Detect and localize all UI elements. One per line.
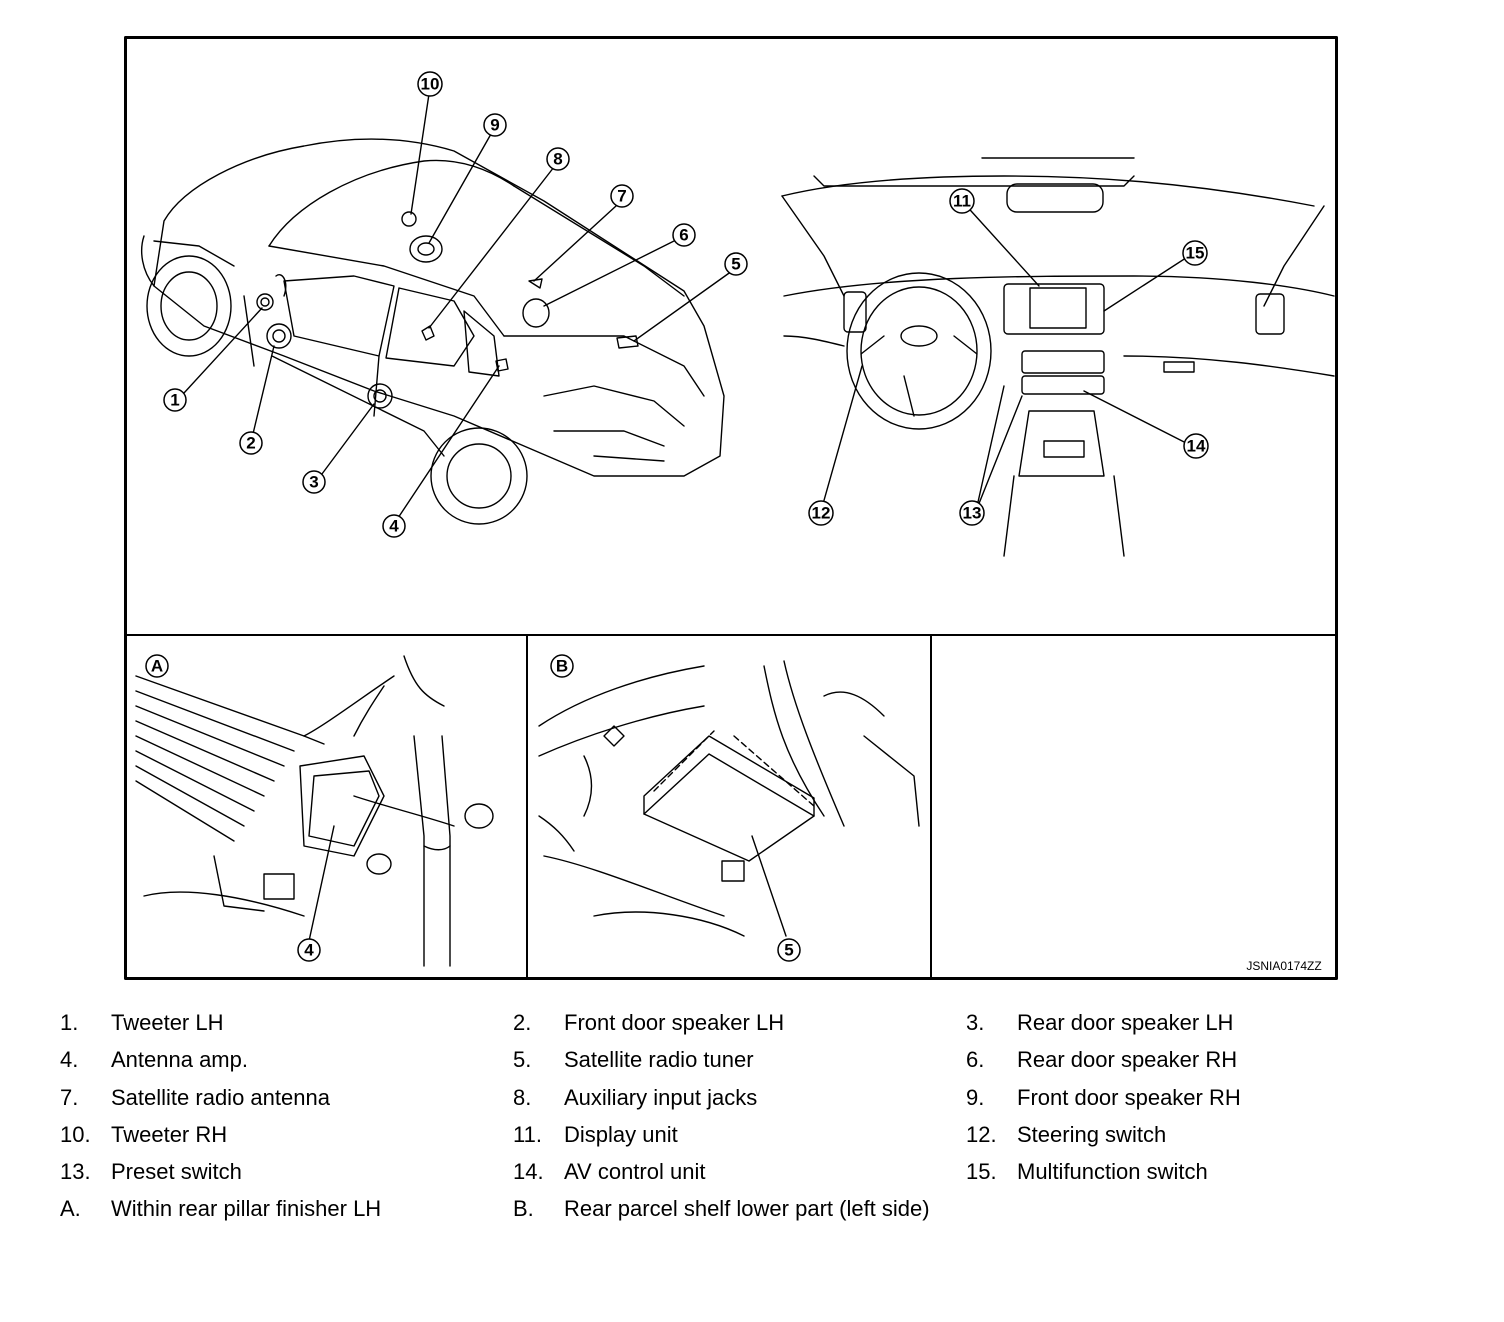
- callout-15: 15: [1186, 244, 1205, 263]
- callout-2: 2: [246, 434, 255, 453]
- callout-3: 3: [309, 473, 318, 492]
- legend-item-label: Within rear pillar finisher LH: [111, 1196, 382, 1222]
- callout-4: 4: [389, 517, 399, 536]
- legend-item-number: 15.: [966, 1159, 997, 1185]
- panel-label-b: B: [556, 657, 568, 676]
- legend-item-number: 5.: [513, 1047, 532, 1073]
- callout-14: 14: [1187, 437, 1206, 456]
- legend-item-number: 7.: [60, 1084, 79, 1110]
- legend-item-number: 4.: [60, 1047, 79, 1073]
- legend-item-label: Rear door speaker RH: [1017, 1047, 1238, 1073]
- legend-item-label: Tweeter LH: [111, 1010, 224, 1035]
- legend-item-label: Front door speaker RH: [1017, 1084, 1241, 1110]
- legend-item-number: 9.: [966, 1084, 985, 1110]
- legend-item-label: Rear parcel shelf lower part (left side): [564, 1196, 930, 1222]
- legend-row: 10. Tweeter RH 11. Display unit 12. Steering …: [60, 1120, 1480, 1157]
- callout-13: 13: [963, 504, 982, 523]
- legend-item-label: Auxiliary input jacks: [564, 1084, 758, 1110]
- legend-item-label: Front door speaker LH: [564, 1010, 785, 1035]
- dashboard-view-drawing: [781, 157, 1335, 557]
- callout-detail-b-5: 5: [784, 941, 793, 960]
- legend-item-number: 3.: [966, 1010, 985, 1035]
- callout-6: 6: [679, 226, 688, 245]
- legend-row: 7. Satellite radio antenna 8. Auxiliary inp…: [60, 1083, 1480, 1120]
- legend-item-number: 12.: [966, 1121, 997, 1147]
- legend: 1. Tweeter LH 2. Front door speaker LH 3. Rea…: [60, 1008, 1480, 1232]
- callout-5: 5: [731, 255, 740, 274]
- legend-item-label: Tweeter RH: [111, 1121, 228, 1147]
- legend-item-label: Satellite radio tuner: [564, 1047, 754, 1073]
- legend-row: 1. Tweeter LH 2. Front door speaker LH 3. Rea…: [60, 1008, 1480, 1045]
- legend-row: 4. Antenna amp. 5. Satellite radio tuner 6. R…: [60, 1045, 1480, 1082]
- legend-item-number: 6.: [966, 1047, 985, 1073]
- callout-9: 9: [490, 116, 499, 135]
- callout-1: 1: [170, 391, 179, 410]
- drawing-code: JSNIA0174ZZ: [1246, 959, 1321, 973]
- legend-item-number: 1.: [60, 1010, 79, 1035]
- vehicle-overview-drawing: [141, 93, 733, 525]
- legend-item-label: AV control unit: [564, 1159, 706, 1185]
- legend-item-label: Multifunction switch: [1017, 1159, 1208, 1185]
- legend-row: A. Within rear pillar finisher LH B. Rear p…: [60, 1194, 1480, 1231]
- legend-item-label: Rear door speaker LH: [1017, 1010, 1234, 1035]
- callout-12: 12: [812, 504, 831, 523]
- callout-11: 11: [953, 192, 971, 211]
- detail-b-drawing: [538, 660, 920, 937]
- callout-7: 7: [617, 187, 626, 206]
- legend-item-number: 14.: [513, 1159, 544, 1185]
- legend-item-number: A.: [60, 1196, 81, 1222]
- panel-label-a: A: [151, 657, 163, 676]
- legend-item-number: 11.: [513, 1121, 542, 1147]
- legend-item-label: Satellite radio antenna: [111, 1084, 330, 1110]
- figure-frame: [124, 36, 1338, 980]
- legend-item-label: Antenna amp.: [111, 1047, 248, 1073]
- legend-item-number: 13.: [60, 1159, 91, 1185]
- legend-item-label: Steering switch: [1017, 1121, 1167, 1147]
- legend-row: 13. Preset switch 14. AV control unit 15. Mul…: [60, 1157, 1480, 1194]
- legend-item-label: Display unit: [564, 1121, 678, 1147]
- detail-a-drawing: [135, 655, 494, 967]
- legend-item-number: 8.: [513, 1084, 532, 1110]
- legend-item-number: 10.: [60, 1121, 91, 1147]
- callout-detail-a-4: 4: [304, 941, 314, 960]
- legend-item-number: B.: [513, 1196, 534, 1222]
- legend-item-label: Preset switch: [111, 1159, 242, 1185]
- figure-svg: 1 2 3 4 5 6 7 8 9 10 11 15 14 12 13 A B …: [124, 36, 1338, 980]
- callout-8: 8: [553, 150, 562, 169]
- legend-item-number: 2.: [513, 1010, 532, 1035]
- callout-10: 10: [421, 75, 440, 94]
- component-location-figure: 1 2 3 4 5 6 7 8 9 10 11 15 14 12 13 A B …: [124, 36, 1338, 980]
